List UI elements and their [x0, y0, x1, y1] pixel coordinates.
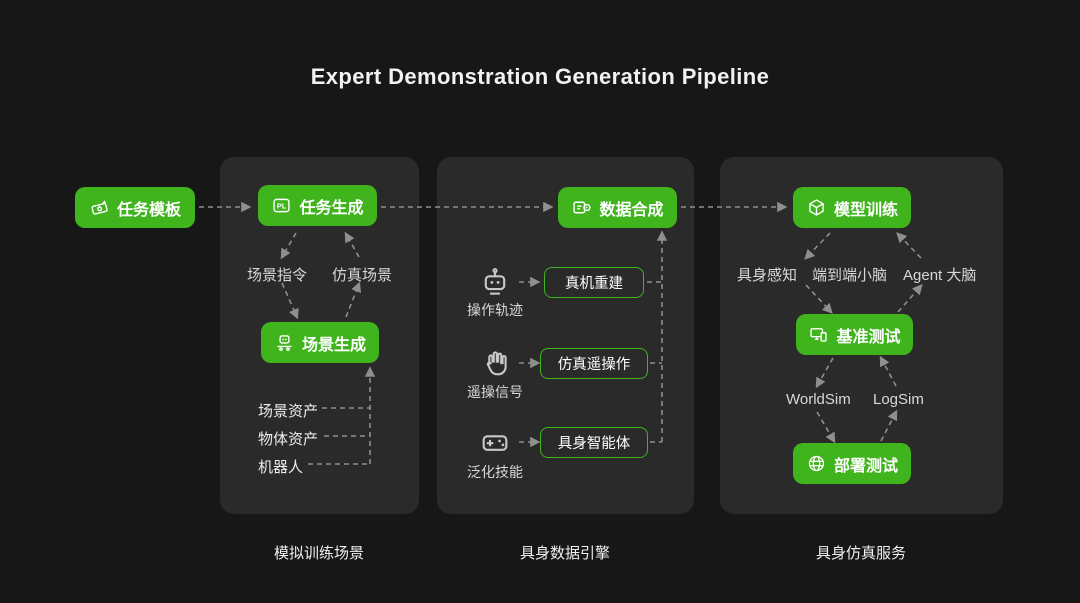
caption-data-engine: 具身数据引擎	[519, 545, 610, 562]
caption-sim-service: 具身仿真服务	[815, 545, 906, 562]
page-title: Expert Demonstration Generation Pipeline	[310, 64, 770, 89]
caption-sim-training: 模拟训练场景	[273, 545, 364, 562]
globe-icon	[808, 455, 825, 472]
label-worldsim: WorldSim	[786, 391, 851, 408]
label-embodied-perception: 具身感知	[737, 267, 798, 284]
label-generalized-skills: 泛化技能	[467, 464, 523, 480]
cube-icon	[809, 199, 824, 216]
node-label: 部署测试	[833, 457, 898, 475]
node-label: 真机重建	[565, 276, 623, 292]
node-label: 数据合成	[599, 201, 664, 219]
label-end-to-end-cerebellum: 端到端小脑	[812, 267, 888, 284]
node-label: 模型训练	[833, 201, 898, 219]
node-model-training: 模型训练	[793, 187, 911, 228]
node-label: 场景生成	[301, 336, 366, 354]
label-teleop-signal: 遥操信号	[467, 384, 523, 400]
node-data-synthesis: 数据合成	[558, 187, 677, 228]
node-task-template: 任务模板	[75, 187, 195, 228]
node-label: 仿真遥操作	[557, 357, 631, 373]
node-label: 任务生成	[299, 199, 364, 217]
robot-conveyor-icon	[277, 335, 292, 351]
devices-icon	[810, 328, 828, 342]
pl-badge-icon: PL	[273, 198, 291, 213]
label-operation-trajectory: 操作轨迹	[467, 302, 523, 318]
money-sparkle-icon	[91, 200, 108, 215]
node-benchmark-test: 基准测试	[796, 314, 913, 355]
label-logsim: LogSim	[873, 391, 924, 408]
node-label: 基准测试	[836, 328, 901, 346]
glove-icon	[486, 351, 507, 376]
node-task-generation: PL 任务生成	[258, 185, 377, 226]
node-real-machine-reconstruction: 真机重建	[544, 267, 644, 298]
label-scene-assets: 场景资产	[258, 403, 319, 420]
label-robots: 机器人	[258, 459, 304, 476]
recorder-icon	[573, 201, 592, 214]
gamepad-icon	[482, 435, 508, 451]
label-simulated-scene: 仿真场景	[332, 267, 393, 284]
svg-text:PL: PL	[277, 202, 287, 211]
node-scene-generation: 场景生成	[261, 322, 379, 363]
node-embodied-agent: 具身智能体	[540, 427, 648, 458]
robot-icon	[484, 268, 506, 295]
label-scene-instruction: 场景指令	[247, 267, 308, 284]
node-label: 任务模板	[116, 201, 181, 219]
node-label: 具身智能体	[557, 436, 631, 452]
label-object-assets: 物体资产	[258, 431, 319, 448]
node-sim-teleoperation: 仿真遥操作	[540, 348, 648, 379]
node-deploy-test: 部署测试	[793, 443, 911, 484]
label-agent-brain: Agent 大脑	[903, 267, 977, 284]
